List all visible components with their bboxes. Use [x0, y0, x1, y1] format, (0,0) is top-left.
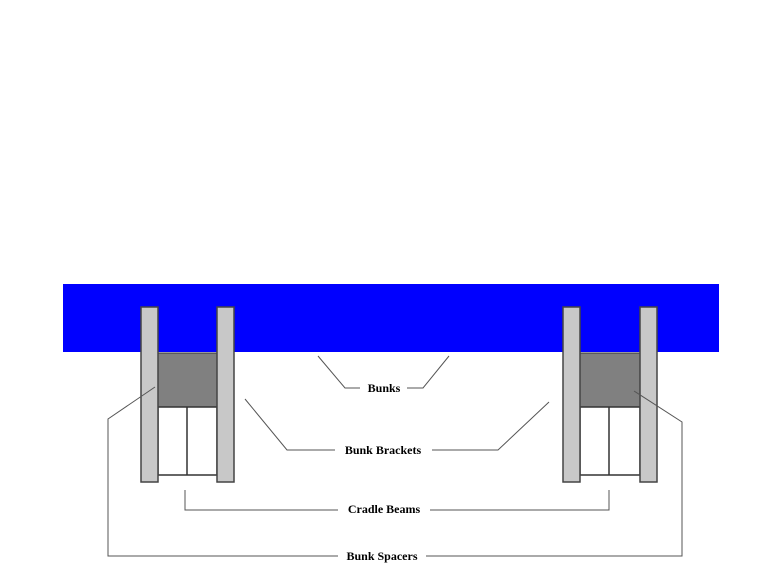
left-outer-bracket — [140, 306, 159, 483]
bunk-spacers-label: Bunk Spacers — [346, 549, 417, 563]
left-bunk-spacer — [157, 352, 218, 408]
right-cradle-assembly — [562, 306, 658, 483]
right-outer-bracket — [639, 306, 658, 483]
cradle-beams-leader-left — [184, 490, 338, 511]
right-cradle-beam — [579, 406, 641, 476]
cradle-beams-leader-right — [430, 490, 610, 511]
bunks-label: Bunks — [368, 381, 401, 395]
right-inner-bracket — [562, 306, 581, 483]
bunk-brackets-label: Bunk Brackets — [345, 443, 422, 457]
left-cradle-assembly — [140, 306, 235, 483]
bunk-brackets-leader-left — [244, 398, 335, 451]
right-bunk-spacer — [579, 352, 641, 408]
left-inner-bracket — [216, 306, 235, 483]
bunks-leader-right — [407, 355, 450, 389]
bunk-brackets-leader-right — [432, 401, 550, 451]
bunks-leader-left — [317, 355, 360, 389]
bunk-board — [63, 284, 719, 352]
bunk-spacers-leader-left — [107, 386, 338, 557]
cradle-beams-label: Cradle Beams — [348, 502, 421, 516]
bunk-spacers-leader-right — [426, 390, 683, 557]
